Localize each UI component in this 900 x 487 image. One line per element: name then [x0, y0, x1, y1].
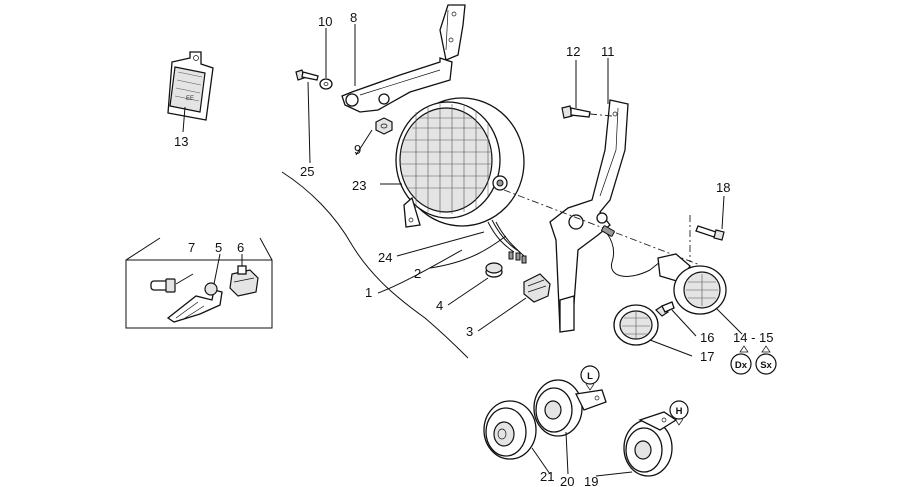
wiring-outline-line	[281, 171, 469, 359]
rear-indicator-part[interactable]	[601, 225, 727, 315]
headlight-wire	[487, 219, 525, 257]
horn-20-low-part[interactable]	[533, 379, 607, 437]
lens-screw-part[interactable]	[655, 301, 675, 317]
callout-9: 9	[354, 142, 361, 157]
headlight-bracket-part[interactable]	[341, 4, 466, 113]
callout-8: 8	[350, 10, 357, 25]
callout-24: 24	[378, 250, 392, 265]
right-side-badge: Dx	[730, 345, 752, 375]
bulb-socket-part[interactable]	[229, 265, 259, 297]
callout-11: 11	[601, 44, 615, 59]
indicator-lens-part[interactable]	[613, 304, 659, 346]
assembly-axis-line-2	[589, 113, 613, 117]
headlight-bulb-part[interactable]	[166, 282, 223, 323]
washer-part[interactable]	[319, 78, 333, 90]
bulb-kit-inset	[125, 237, 273, 329]
bolt-part[interactable]	[295, 69, 319, 81]
callout-3: 3	[466, 324, 473, 339]
connector-part[interactable]	[523, 273, 551, 303]
leader-lines	[175, 24, 743, 477]
callout-19: 19	[584, 474, 598, 487]
assembly-axis-line	[503, 189, 701, 266]
callout-18: 18	[716, 180, 730, 195]
horn-19-high-part[interactable]	[623, 411, 678, 477]
small-bulb-part[interactable]	[150, 278, 176, 293]
callout-17: 17	[700, 349, 714, 364]
callout-25: 25	[300, 164, 314, 179]
callout-6: 6	[237, 240, 244, 255]
bracket-bolt-part[interactable]	[561, 105, 591, 119]
reflector-part[interactable]: EE	[167, 51, 214, 121]
headlight-part[interactable]	[395, 97, 525, 228]
callout-2: 2	[414, 266, 421, 281]
callout-labels: 1 2 3 4 5 6 7 8 9 10 11 12 13 14 - 15 16…	[174, 10, 773, 487]
callout-4: 4	[436, 298, 443, 313]
horn-21-part[interactable]	[483, 400, 537, 460]
reflector-mark-text: EE	[186, 96, 194, 102]
callout-23: 23	[352, 178, 366, 193]
low-horn-badge-text: L	[587, 371, 593, 382]
callout-21: 21	[540, 469, 554, 484]
low-horn-badge: L	[580, 365, 600, 391]
callout-10: 10	[318, 14, 332, 29]
callout-5: 5	[215, 240, 222, 255]
callout-1: 1	[365, 285, 372, 300]
callout-12: 12	[566, 44, 580, 59]
left-side-badge: Sx	[755, 345, 777, 375]
high-horn-badge-text: H	[676, 406, 683, 417]
indicator-bolt-part[interactable]	[695, 225, 725, 241]
callout-7: 7	[188, 240, 195, 255]
callout-13: 13	[174, 134, 188, 149]
grommet-part[interactable]	[485, 262, 503, 278]
high-horn-badge: H	[669, 400, 689, 426]
callout-16: 16	[700, 330, 714, 345]
callout-20: 20	[560, 474, 574, 487]
indicator-bracket-part[interactable]	[549, 99, 629, 333]
nut-part[interactable]	[375, 117, 393, 135]
callout-14-15: 14 - 15	[733, 330, 773, 345]
right-side-badge-text: Dx	[735, 360, 748, 371]
left-side-badge-text: Sx	[760, 360, 772, 371]
wire-terminals	[508, 251, 527, 264]
